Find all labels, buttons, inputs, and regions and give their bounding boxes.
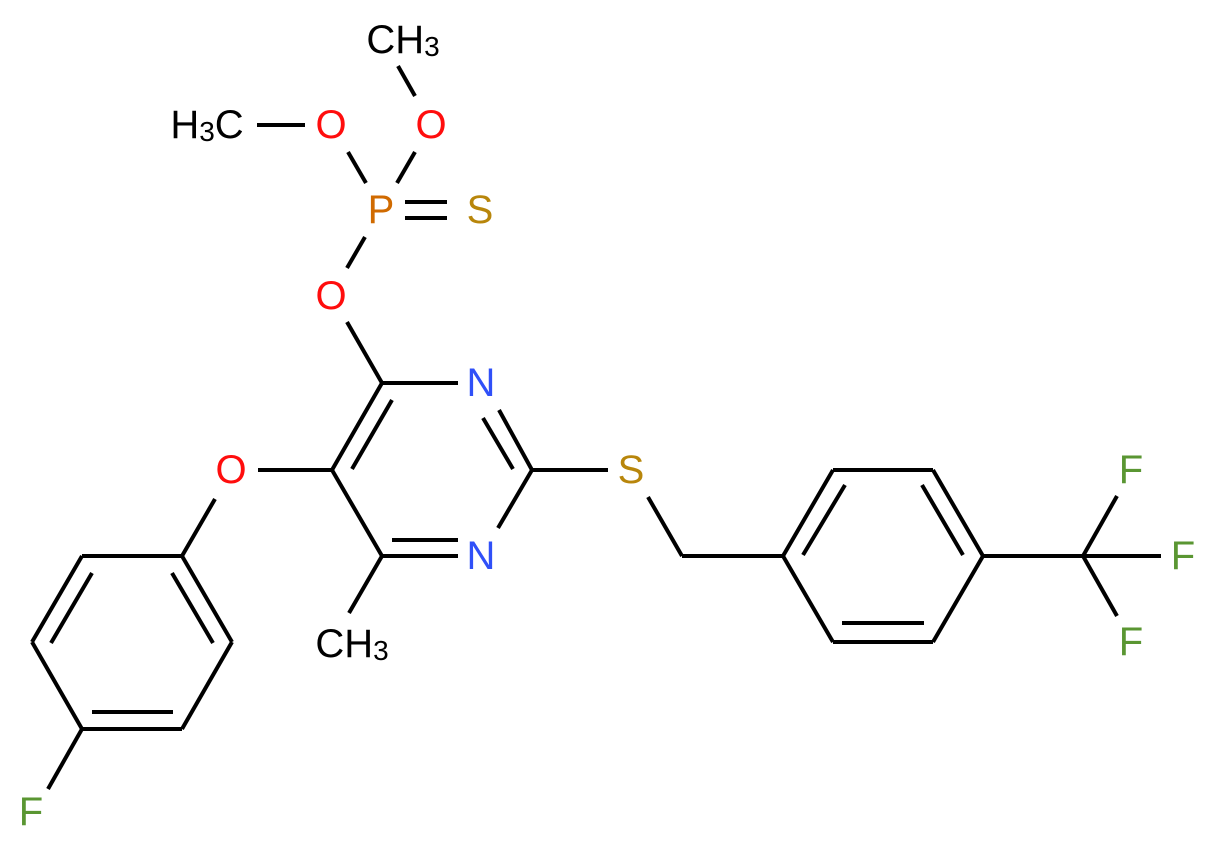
label-n1: N [467,534,496,578]
label-s-thioether: S [618,448,645,492]
bond-br1 [781,468,835,558]
bond-c-f3 [1081,555,1119,617]
label-o-methoxy-right: O [415,103,446,147]
bond-o-p-left [346,150,368,185]
bond-o-p-right [395,150,417,185]
bond-c2-n1 [496,468,534,530]
bond-br4 [931,554,985,644]
atom-labels: CH3 H3C O O P S O N N O S CH3 F F F F [19,18,1195,834]
label-sulfur-thiono: S [467,188,494,232]
bond-ar2-inner [49,571,94,645]
bond-o-phenyl [180,497,217,558]
label-o-methoxy-left: O [315,103,346,147]
bond-ar6-inner [170,571,215,645]
bond-ar6 [180,554,234,644]
bond-ch3-o-top [396,65,417,97]
bond-br6 [781,554,835,644]
label-n3: N [467,361,496,405]
label-methyl-left: H3C [170,103,243,147]
bond-n3-c2-inner [481,416,515,471]
bond-br3 [931,468,985,558]
bond-o-c4 [345,321,384,384]
bond-c6-ch3 [347,554,384,615]
bond-br1-inner [801,483,847,557]
label-o-ester: O [315,274,346,318]
bond-n3-c2 [497,409,534,471]
label-f-cf3-bottom: F [1119,620,1143,664]
bond-ar2 [30,554,84,644]
label-phosphorus: P [368,188,395,232]
label-f-cf3-mid: F [1171,534,1195,578]
label-f-phenyl: F [19,790,43,834]
bond-p-o-ester [345,235,367,270]
bond-c5-c4-inner [350,398,394,471]
label-f-cf3-top: F [1119,448,1143,492]
bond-ar3 [30,641,84,730]
bond-ar5 [180,641,234,730]
bond-br3-inner [920,483,965,557]
label-o-phenoxy: O [215,448,246,492]
bond-c5-c4 [330,382,384,471]
label-methyl-top: CH3 [366,18,439,62]
bond-c-f1 [1081,495,1119,557]
bonds [30,65,1161,790]
bond-s-ch2 [646,496,684,557]
bond-ar-f [46,728,84,790]
label-methyl-ring: CH3 [315,622,388,666]
bond-c6-c5 [330,468,384,558]
